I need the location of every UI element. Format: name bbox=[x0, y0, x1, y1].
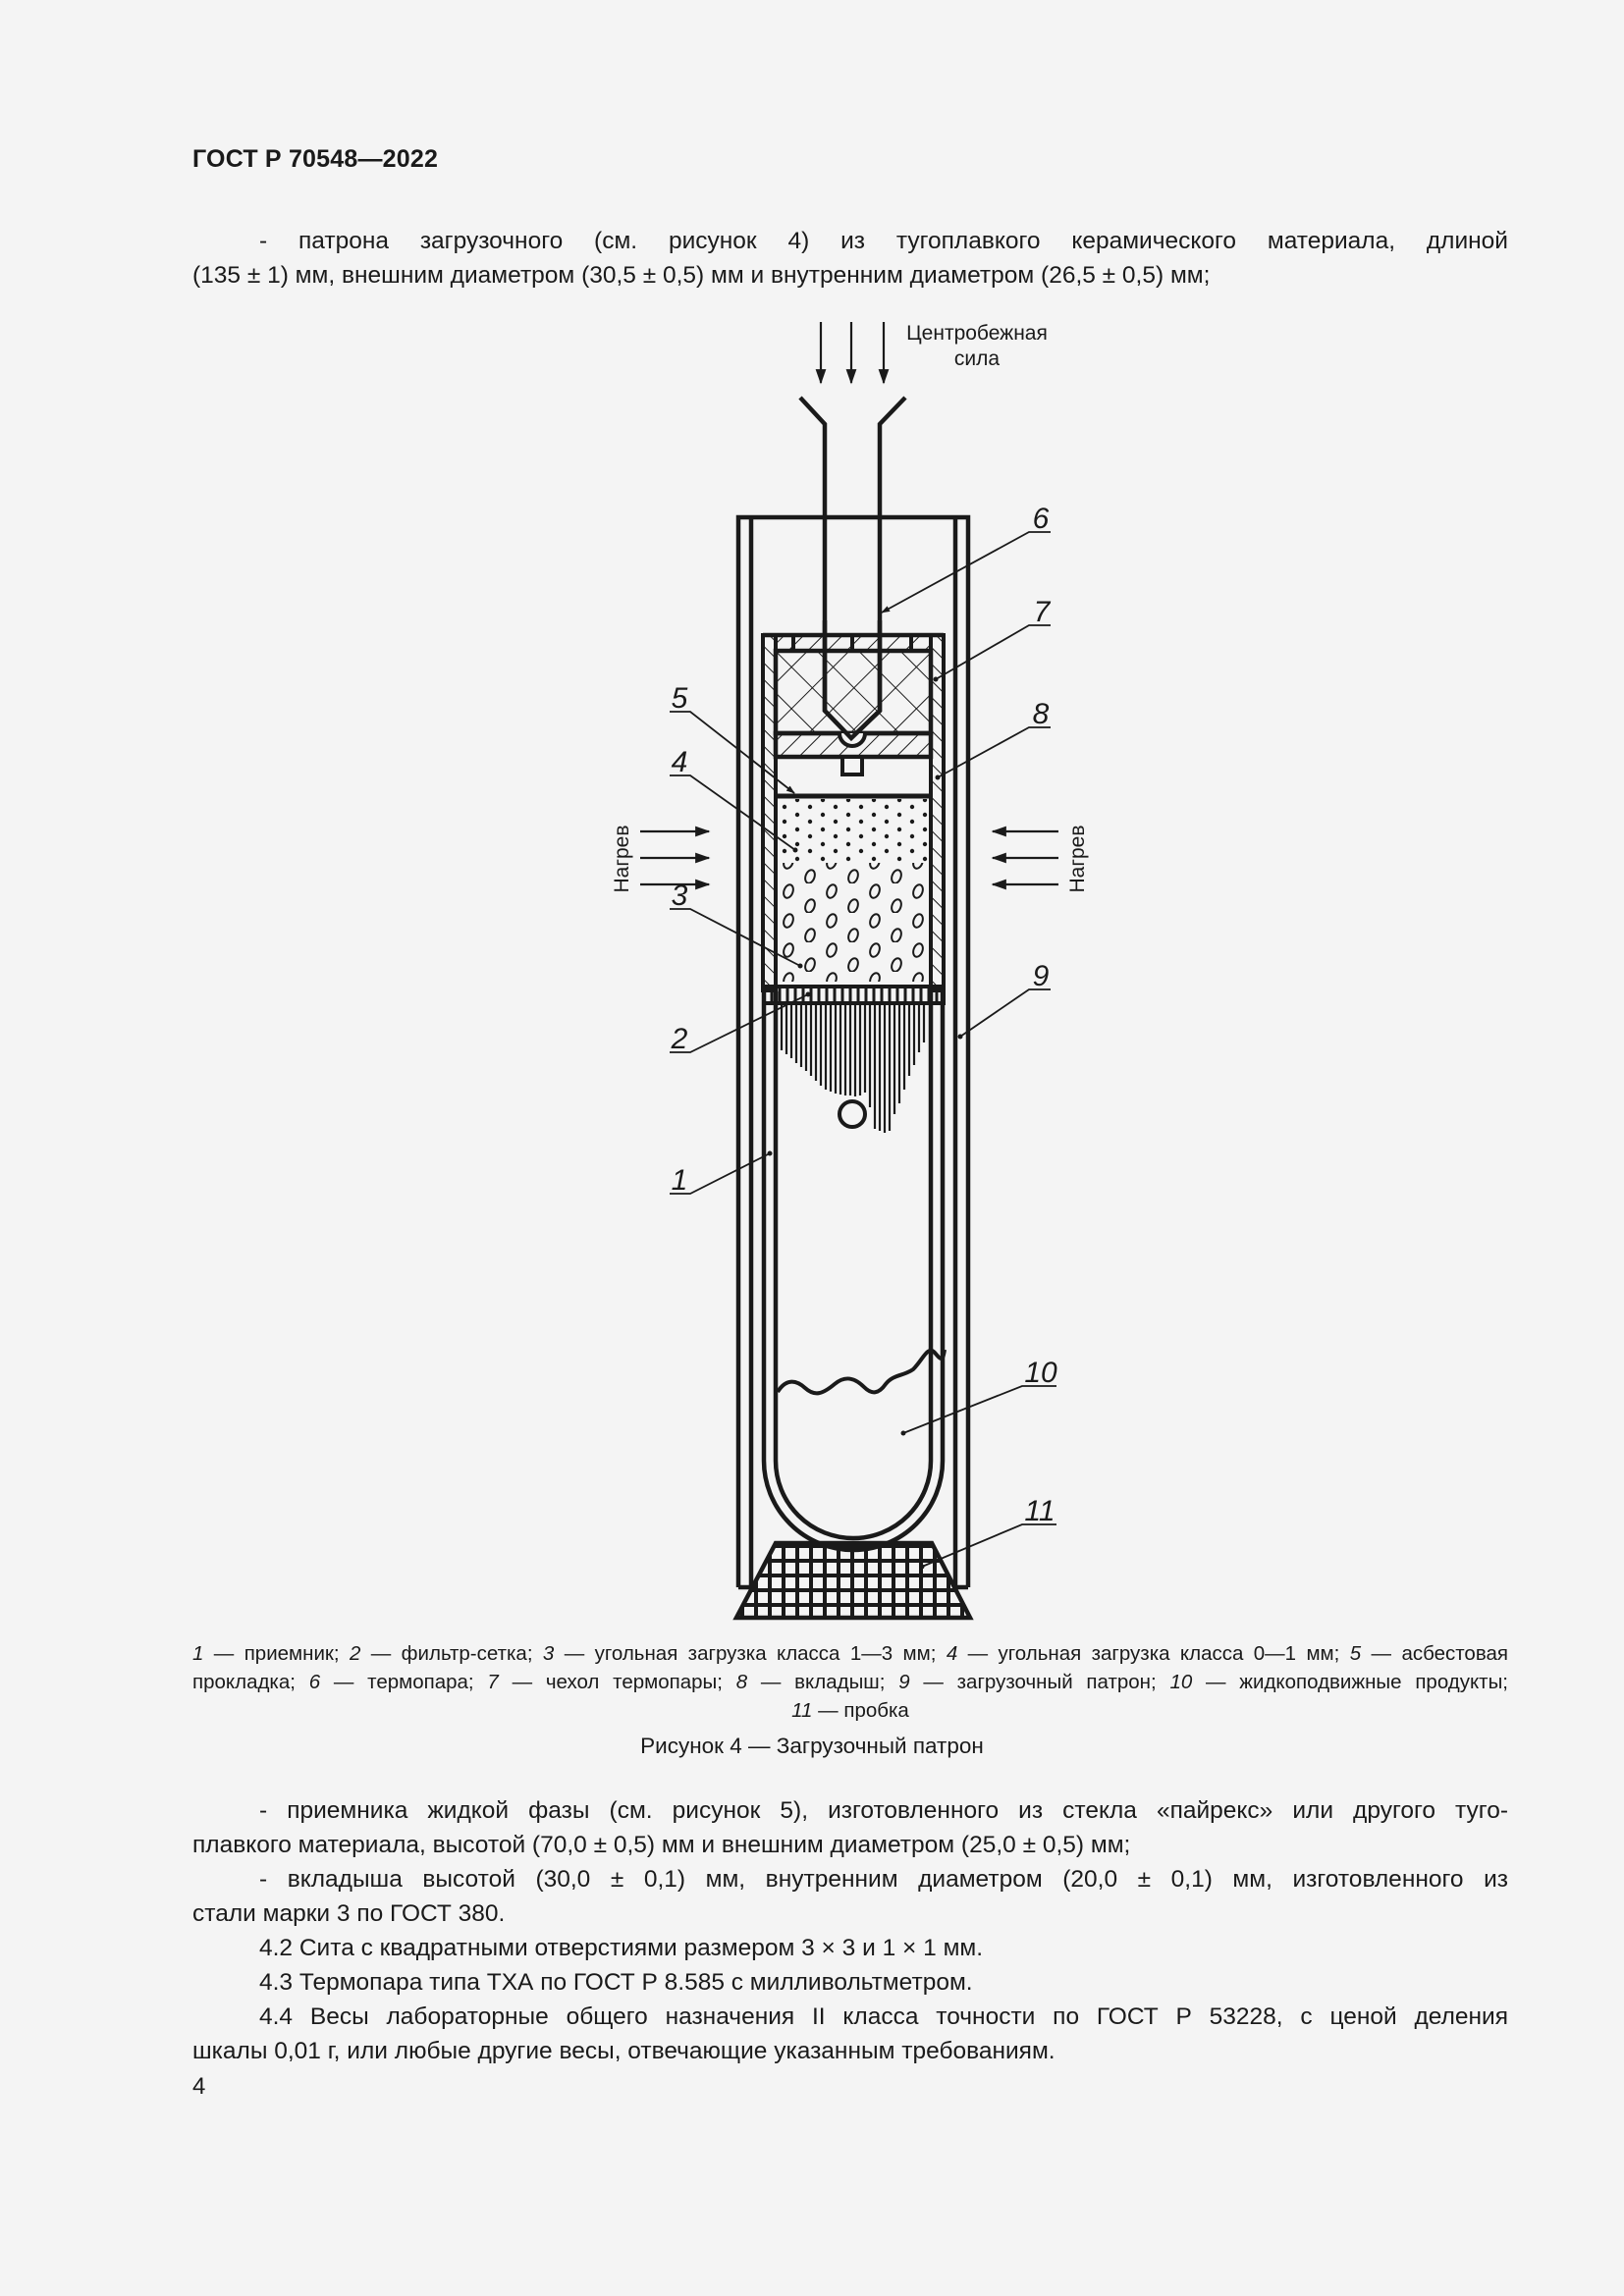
heat-arrows-right bbox=[991, 826, 1058, 890]
coal-load-coarse bbox=[778, 863, 929, 982]
callout-2: 2 bbox=[671, 1023, 688, 1055]
liquid-surface bbox=[776, 1348, 947, 1396]
intro-line-2: (135 ± 1) мм, внешним диаметром (30,5 ± … bbox=[192, 262, 1211, 289]
callout-9: 9 bbox=[1033, 960, 1050, 992]
coal-load-fine bbox=[778, 799, 929, 863]
body-p5-line-2: шкалы 0,01 г, или любые другие весы, отв… bbox=[192, 2038, 1056, 2064]
filter-mesh bbox=[762, 985, 946, 1005]
callout-8: 8 bbox=[1033, 698, 1050, 730]
callout-10: 10 bbox=[1024, 1357, 1057, 1389]
liquid-drop bbox=[838, 1099, 867, 1129]
callout-leaders bbox=[670, 531, 1056, 1568]
heat-label-left: Нагрев bbox=[611, 825, 633, 892]
body-p5-line-1: 4.4 Весы лабораторные общего назначения … bbox=[259, 2003, 1508, 2030]
legend-line-3: 11 — пробка bbox=[791, 1699, 909, 1722]
body-p2-line-2: стали марки 3 по ГОСТ 380. bbox=[192, 1900, 506, 1927]
callout-3: 3 bbox=[672, 880, 688, 912]
centrifugal-force-label-1: Центробежная bbox=[906, 322, 1048, 345]
legend-line-2: прокладка; 6 — термопара; 7 — чехол терм… bbox=[192, 1671, 1508, 1693]
intro-paragraph: - патрона загрузочного (см. рисунок 4) и… bbox=[192, 224, 1508, 293]
callout-11: 11 bbox=[1024, 1495, 1055, 1527]
body-p4: 4.3 Термопара типа ТХА по ГОСТ Р 8.585 с… bbox=[259, 1969, 973, 1996]
heat-label-right: Нагрев bbox=[1066, 825, 1089, 892]
callout-1: 1 bbox=[672, 1164, 688, 1197]
callout-5: 5 bbox=[672, 682, 688, 715]
callout-6: 6 bbox=[1033, 503, 1050, 535]
figure-loading-cartridge: Центробежная сила bbox=[611, 322, 1089, 1621]
figure-legend: 1 — приемник; 2 — фильтр-сетка; 3 — угол… bbox=[192, 1639, 1508, 1725]
thermocouple-sheath bbox=[773, 620, 934, 776]
body-text: - приемника жидкой фазы (см. рисунок 5),… bbox=[192, 1793, 1508, 2068]
body-p1-line-1: - приемника жидкой фазы (см. рисунок 5),… bbox=[259, 1797, 1508, 1824]
page-number: 4 bbox=[192, 2073, 206, 2100]
callout-7: 7 bbox=[1034, 596, 1052, 628]
loading-cartridge bbox=[735, 514, 971, 1590]
callout-4: 4 bbox=[672, 746, 688, 778]
centrifugal-force-arrows bbox=[815, 322, 890, 385]
body-p2-line-1: - вкладыша высотой (30,0 ± 0,1) мм, внут… bbox=[259, 1866, 1508, 1893]
heat-arrows-left bbox=[640, 826, 711, 890]
figure-caption: Рисунок 4 — Загрузочный патрон bbox=[640, 1734, 984, 1758]
legend-line-1: 1 — приемник; 2 — фильтр-сетка; 3 — угол… bbox=[192, 1642, 1508, 1665]
centrifugal-force-label-2: сила bbox=[954, 347, 1000, 370]
body-p3: 4.2 Сита с квадратными отверстиями разме… bbox=[259, 1935, 984, 1961]
intro-line-1: - патрона загрузочного (см. рисунок 4) и… bbox=[259, 228, 1508, 254]
body-p1-line-2: плавкого материала, высотой (70,0 ± 0,5)… bbox=[192, 1832, 1131, 1858]
plug bbox=[732, 1540, 974, 1621]
receiver-tube bbox=[761, 991, 946, 1553]
liquid-drip-streaks bbox=[780, 1003, 926, 1133]
document-header: ГОСТ Р 70548—2022 bbox=[192, 145, 439, 173]
